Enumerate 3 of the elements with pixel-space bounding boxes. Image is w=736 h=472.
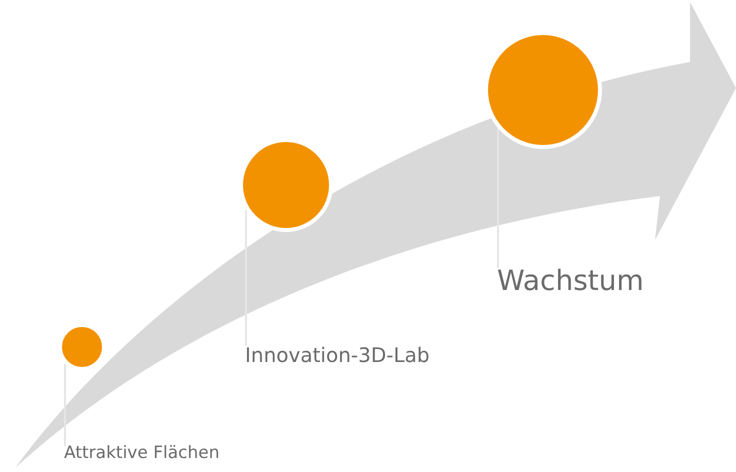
stage-label: Innovation-3D-Lab — [245, 344, 430, 366]
stage-label: Attraktive Flächen — [64, 444, 220, 463]
stage-label: Wachstum — [497, 266, 644, 297]
